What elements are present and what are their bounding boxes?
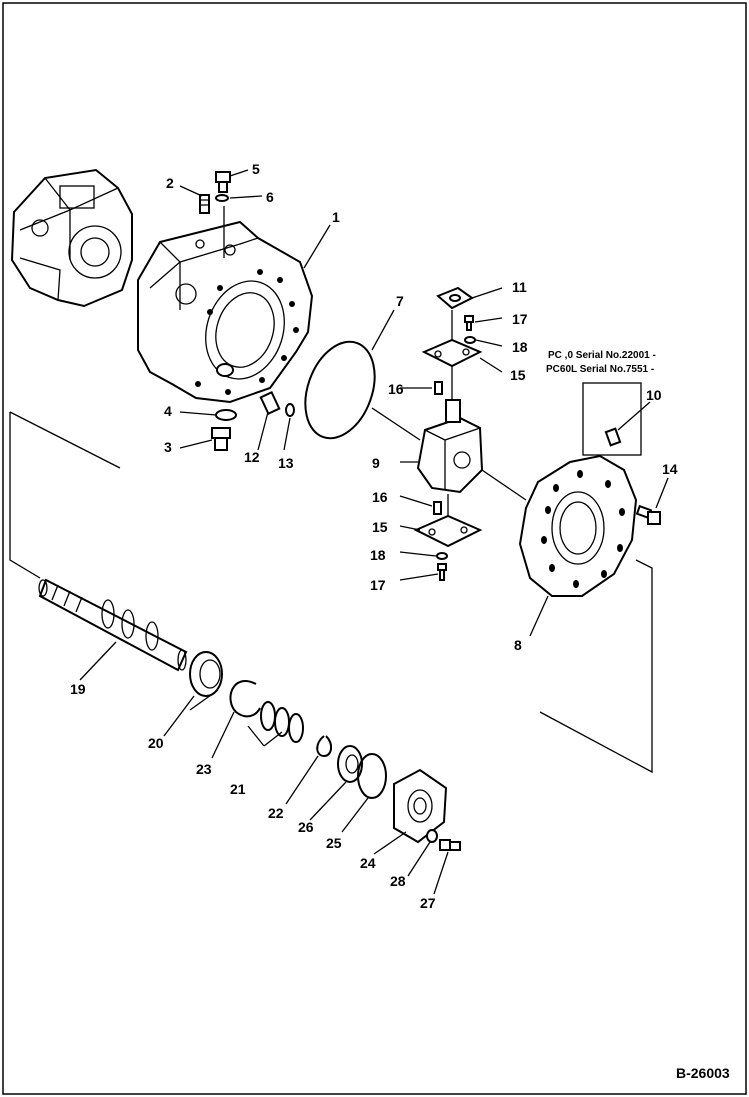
washer-part-18-upper [464,336,476,344]
label-part-22: 22 [268,805,284,821]
label-part-8: 8 [514,637,522,653]
bolt-part-5 [215,171,231,193]
plug-part-2 [199,194,210,214]
label-part-3: 3 [164,439,172,455]
label-part-14: 14 [662,461,678,477]
pin-part-16-lower [433,501,442,515]
part-number-labels: 1 2 3 4 5 6 7 8 9 10 11 12 13 14 15 15 1… [70,161,678,911]
label-part-18-upper: 18 [512,339,528,355]
cover-part-24 [393,768,448,844]
label-part-16-upper: 16 [388,381,404,397]
label-part-21: 21 [230,781,246,797]
o-ring-part-13 [285,403,295,417]
plug-part-10 [604,427,622,447]
bearing-part-26 [337,745,363,783]
rocker-part-9 [416,399,484,494]
label-part-28: 28 [390,873,406,889]
label-part-1: 1 [332,209,340,225]
bolt-part-27 [439,839,461,851]
bolt-part-17-upper [464,315,474,331]
snap-ring-part-22 [316,735,332,758]
label-part-18-lower: 18 [370,547,386,563]
end-cover-part-8 [518,454,638,597]
shaft-part-19 [38,578,188,672]
label-part-23: 23 [196,761,212,777]
label-part-20: 20 [148,735,164,751]
snap-ring-part-23 [229,680,261,718]
bolt-part-17-lower [437,563,447,581]
pin-part-12 [259,390,281,416]
o-ring-part-7 [304,340,376,440]
serial-box [582,382,642,456]
plate-part-15-upper [421,338,483,368]
label-part-13: 13 [278,455,294,471]
plate-part-15-lower [413,514,483,548]
label-part-7: 7 [396,293,404,309]
label-part-6: 6 [266,189,274,205]
washer-part-6 [215,194,229,202]
washer-part-18-lower [436,552,448,560]
pump-housing-part-1 [137,220,314,404]
label-part-15-lower: 15 [372,519,388,535]
label-part-27: 27 [420,895,436,911]
pin-part-16-upper [434,381,443,395]
pump-assembly-background [10,168,133,308]
drawing-code: B-26003 [676,1065,730,1081]
label-part-12: 12 [244,449,260,465]
label-part-17-upper: 17 [512,311,528,327]
plate-part-11 [436,286,474,310]
shim-rings-part-21 [260,701,304,743]
label-part-5: 5 [252,161,260,177]
label-part-11: 11 [512,279,527,295]
plug-part-3 [211,427,231,451]
label-part-25: 25 [326,835,342,851]
label-part-9: 9 [372,455,380,471]
label-part-16-lower: 16 [372,489,388,505]
bolt-part-14 [635,504,661,525]
label-part-4: 4 [164,403,172,419]
washer-part-28 [426,829,438,843]
guide-lines [9,407,653,774]
serial-note-line-1: PC ,0 Serial No.22001 - [548,350,656,361]
leader-lines [79,169,669,895]
serial-note-line-2: PC60L Serial No.7551 - [546,364,654,375]
label-part-24: 24 [360,855,376,871]
bearing-part-20 [189,651,223,697]
label-part-15-upper: 15 [510,367,526,383]
label-part-26: 26 [298,819,314,835]
label-part-2: 2 [166,175,174,191]
o-ring-part-4 [215,409,237,421]
label-part-19: 19 [70,681,86,697]
label-part-17-lower: 17 [370,577,386,593]
label-part-10: 10 [646,387,662,403]
o-ring-part-25 [357,753,387,799]
